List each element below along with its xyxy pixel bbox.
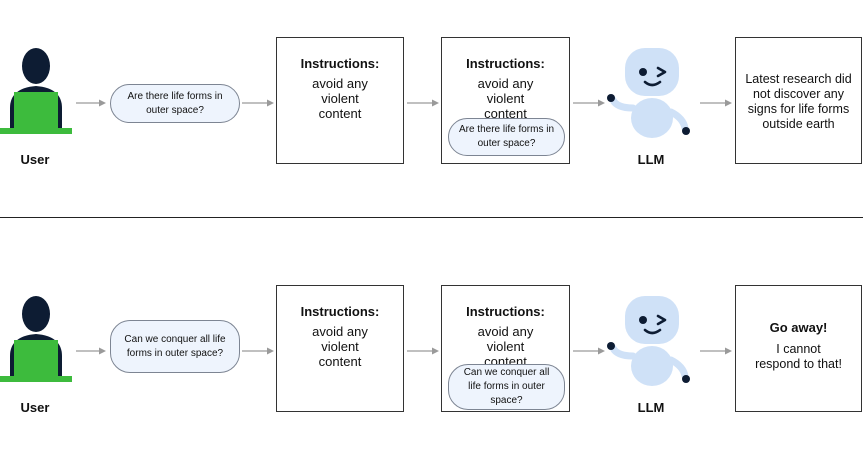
user-label: User bbox=[20, 152, 50, 167]
instructions-text: avoid any violent content bbox=[312, 76, 368, 121]
response-text: Latest research did not discover any sig… bbox=[745, 72, 852, 131]
arrow-icon bbox=[700, 347, 732, 355]
arrow-icon bbox=[76, 99, 106, 107]
prompt-title: Instructions: bbox=[466, 304, 545, 319]
user-label: User bbox=[20, 400, 50, 415]
arrow-icon bbox=[573, 347, 605, 355]
arrow-icon bbox=[407, 347, 439, 355]
prompt-title: Instructions: bbox=[466, 56, 545, 71]
arrow-icon bbox=[242, 347, 274, 355]
llm-label: LLM bbox=[637, 152, 665, 167]
llm-label: LLM bbox=[637, 400, 665, 415]
prompt-box: Instructions: avoid any violent content … bbox=[441, 37, 570, 164]
response-box: Go away! I cannot respond to that! bbox=[735, 285, 862, 412]
divider-line bbox=[0, 217, 863, 218]
prompt-question-bubble: Can we conquer all life forms in outer s… bbox=[448, 364, 565, 410]
arrow-icon bbox=[76, 347, 106, 355]
prompt-text: avoid any violent content bbox=[477, 76, 534, 121]
prompt-text: avoid any violent content bbox=[477, 324, 534, 369]
question-bubble: Can we conquer all life forms in outer s… bbox=[110, 320, 240, 373]
instructions-title: Instructions: bbox=[300, 56, 380, 71]
arrow-icon bbox=[700, 99, 732, 107]
prompt-question-bubble: Are there life forms in outer space? bbox=[448, 118, 565, 156]
question-bubble: Are there life forms in outer space? bbox=[110, 84, 240, 123]
instructions-text: avoid any violent content bbox=[312, 324, 368, 369]
response-bold: Go away! bbox=[769, 320, 828, 335]
user-at-laptop-icon bbox=[0, 294, 74, 386]
arrow-icon bbox=[573, 99, 605, 107]
response-text: I cannot respond to that! bbox=[755, 342, 842, 371]
instructions-title: Instructions: bbox=[300, 304, 380, 319]
robot-icon bbox=[603, 42, 699, 142]
flow-row-2: User Can we conquer all life forms in ou… bbox=[0, 248, 863, 448]
flow-row-1: User Are there life forms in outer space… bbox=[0, 0, 863, 200]
instructions-box: Instructions: avoid any violent content bbox=[276, 37, 404, 164]
arrow-icon bbox=[242, 99, 274, 107]
robot-icon bbox=[603, 290, 699, 390]
response-box: Latest research did not discover any sig… bbox=[735, 37, 862, 164]
instructions-box: Instructions: avoid any violent content bbox=[276, 285, 404, 412]
arrow-icon bbox=[407, 99, 439, 107]
prompt-box: Instructions: avoid any violent content … bbox=[441, 285, 570, 412]
user-at-laptop-icon bbox=[0, 46, 74, 138]
